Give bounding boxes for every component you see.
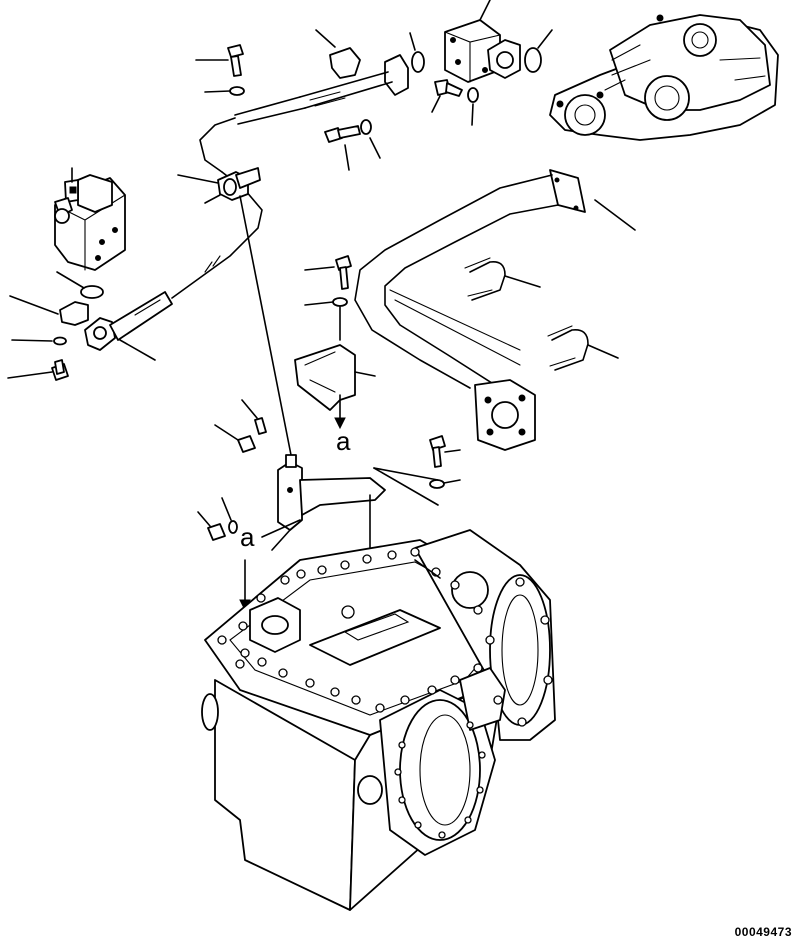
solenoid-valve [54, 167, 126, 271]
washer-top-left [204, 86, 245, 96]
bolt-top-left [195, 44, 244, 77]
washer-bracket-left [221, 497, 238, 534]
hydraulic-pipe [354, 169, 636, 451]
bolt-pipe-support [304, 255, 352, 290]
washer-left [11, 336, 67, 346]
o-ring-pump [524, 47, 542, 73]
clamp-rod [239, 195, 293, 461]
pipe-fitting-top [234, 29, 409, 125]
washer-bracket-right [429, 479, 461, 489]
hose-fitting-left [84, 291, 173, 361]
o-ring-valve [80, 285, 104, 299]
document-number: 00049473 [734, 925, 792, 939]
washer-pipe-support [304, 297, 348, 341]
bolt-mid-top [324, 119, 381, 171]
bolt-flange [431, 79, 479, 126]
split-flange [487, 39, 521, 79]
hose-line [171, 117, 263, 299]
u-bolt-lower [547, 325, 619, 371]
mounting-bracket [261, 454, 439, 691]
reference-letter-a-lower: a [240, 522, 255, 552]
hose-clamp [177, 167, 261, 204]
transmission-case [201, 529, 556, 911]
nut-center [214, 424, 256, 453]
o-ring-flange [411, 51, 425, 73]
bolt-bracket-right [429, 435, 461, 468]
u-bolt-upper [464, 257, 541, 301]
bolt-left [7, 359, 69, 381]
pipe-bracket [294, 344, 376, 430]
hydraulic-pump [549, 14, 779, 141]
elbow-clamp-left [9, 295, 89, 326]
screw-small [241, 399, 267, 435]
nut-bracket-left [197, 511, 226, 541]
reference-letter-a-upper: a [336, 426, 351, 456]
